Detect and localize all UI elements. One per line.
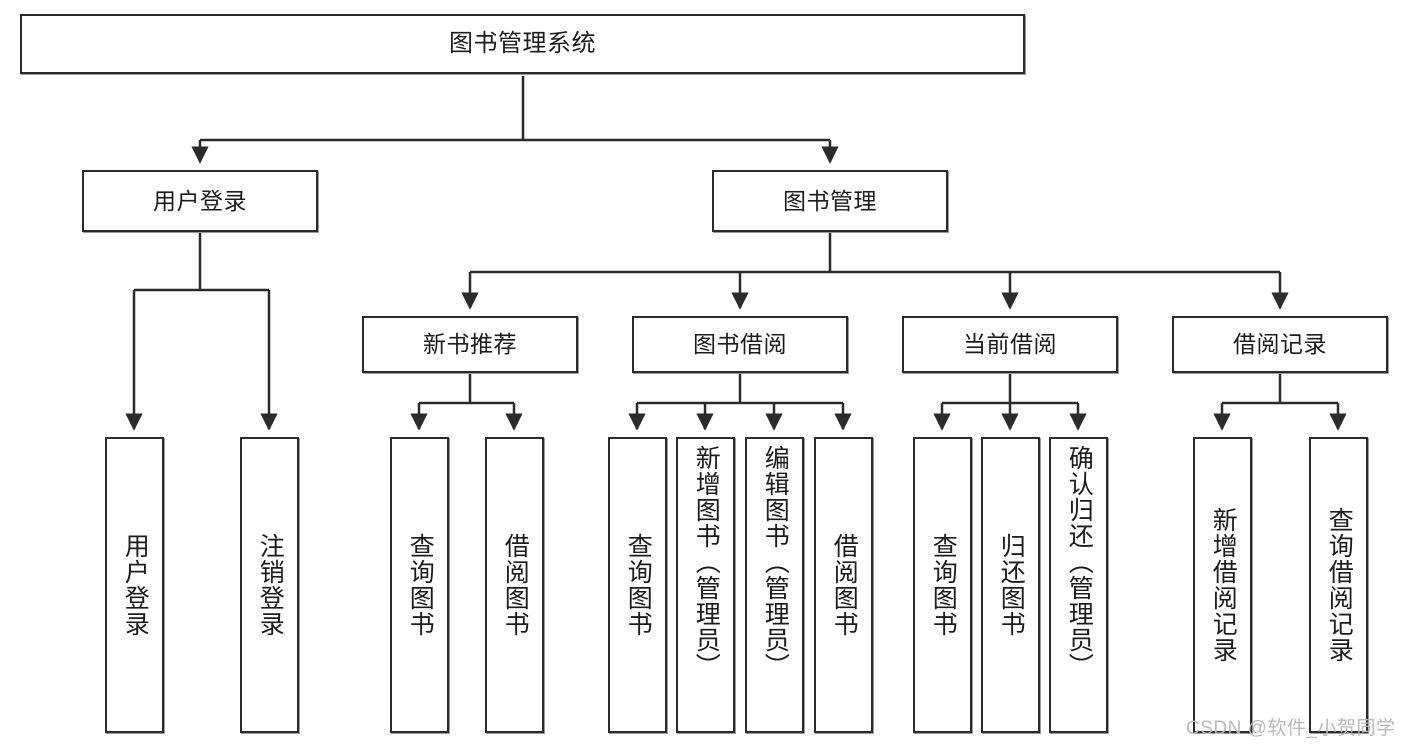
leaf-borrow-add-book-admin[interactable]: 新增图书（管理员）	[676, 437, 735, 733]
node-root-system[interactable]: 图书管理系统	[20, 14, 1025, 74]
node-label: 图书借阅	[693, 331, 787, 358]
node-label: 图书管理系统	[449, 30, 596, 58]
node-label: 用户登录	[153, 187, 247, 214]
leaf-borrow-query-book[interactable]: 查询图书	[608, 437, 667, 733]
leaf-user-login-logout[interactable]: 注销登录	[240, 437, 299, 733]
leaf-record-add-record[interactable]: 新增借阅记录	[1193, 437, 1252, 733]
node-label: 查询借阅记录	[1325, 507, 1354, 663]
node-label: 借阅图书	[501, 533, 530, 637]
node-label: 归还图书	[997, 533, 1026, 637]
node-label: 当前借阅	[963, 331, 1057, 358]
leaf-current-confirm-return-admin[interactable]: 确认归还（管理员）	[1049, 437, 1108, 733]
leaf-borrow-borrow-book[interactable]: 借阅图书	[814, 437, 873, 733]
node-label: 确认归还（管理员）	[1065, 445, 1094, 679]
node-label: 借阅记录	[1233, 331, 1327, 358]
node-label: 查询图书	[929, 533, 958, 637]
node-label: 新增图书（管理员）	[692, 445, 721, 679]
node-new-book-recommend[interactable]: 新书推荐	[362, 316, 578, 373]
node-user-login[interactable]: 用户登录	[82, 170, 318, 232]
leaf-record-query-record[interactable]: 查询借阅记录	[1309, 437, 1368, 733]
node-label: 查询图书	[624, 533, 653, 637]
node-book-borrow[interactable]: 图书借阅	[632, 316, 848, 373]
leaf-recommend-borrow-book[interactable]: 借阅图书	[485, 437, 544, 733]
node-current-borrow[interactable]: 当前借阅	[902, 316, 1118, 373]
node-label: 用户登录	[121, 533, 150, 637]
leaf-current-query-book[interactable]: 查询图书	[913, 437, 972, 733]
node-book-management[interactable]: 图书管理	[712, 170, 948, 232]
node-borrow-record[interactable]: 借阅记录	[1172, 316, 1388, 373]
leaf-user-login-login[interactable]: 用户登录	[105, 437, 164, 733]
node-label: 编辑图书（管理员）	[761, 445, 790, 679]
node-label: 借阅图书	[830, 533, 859, 637]
node-label: 新书推荐	[423, 331, 517, 358]
node-label: 图书管理	[783, 187, 877, 214]
leaf-current-return-book[interactable]: 归还图书	[981, 437, 1040, 733]
node-label: 注销登录	[256, 533, 285, 637]
leaf-borrow-edit-book-admin[interactable]: 编辑图书（管理员）	[745, 437, 804, 733]
node-label: 新增借阅记录	[1209, 507, 1238, 663]
leaf-recommend-query-book[interactable]: 查询图书	[390, 437, 449, 733]
watermark: CSDN @软件_小贺同学	[1186, 718, 1396, 739]
node-label: 查询图书	[406, 533, 435, 637]
